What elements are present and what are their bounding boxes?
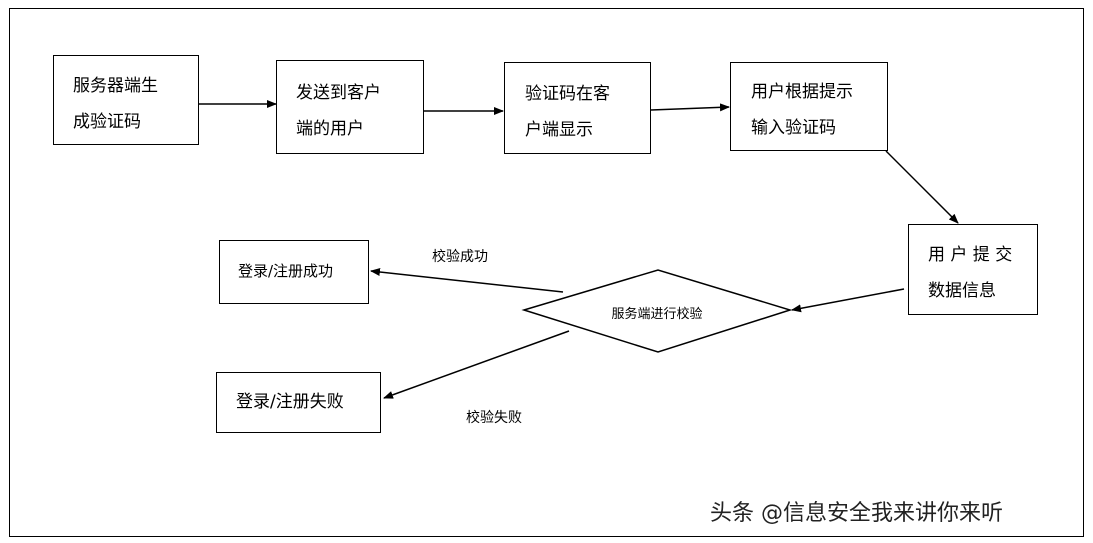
step-submit-line2: 数据信息	[928, 281, 996, 301]
success-result-label: 登录/注册成功	[238, 262, 334, 280]
decision-label: 服务端进行校验	[611, 307, 703, 322]
edge-label-fail: 校验失败	[466, 410, 522, 426]
edge-label-success: 校验成功	[432, 249, 488, 265]
step-generate-line2: 成验证码	[73, 112, 141, 132]
decision-diamond	[521, 269, 793, 353]
arrow-decision-to-fail	[383, 330, 570, 399]
step-generate-box: 服务器端生 成验证码	[53, 55, 199, 145]
step-submit-line1: 用 户 提 交	[928, 245, 1013, 265]
step-display-line2: 户端显示	[525, 120, 593, 140]
step-display-line1: 验证码在客	[525, 84, 610, 104]
fail-result-label: 登录/注册失败	[236, 392, 344, 412]
arrow-decision-to-success	[370, 268, 564, 293]
step-display-box: 验证码在客 户端显示	[504, 62, 651, 154]
step-submit-box: 用 户 提 交 数据信息	[908, 224, 1038, 315]
watermark: 头条 @信息安全我来讲你来听	[710, 501, 1003, 526]
step-input-box: 用户根据提示 输入验证码	[730, 62, 888, 151]
step-input-line1: 用户根据提示	[751, 82, 853, 102]
step-send-box: 发送到客户 端的用户	[276, 60, 424, 154]
step-send-line2: 端的用户	[296, 119, 364, 139]
step-generate-line1: 服务器端生	[73, 76, 158, 96]
arrow-display-to-input	[650, 103, 730, 112]
step-send-line1: 发送到客户	[296, 83, 381, 103]
step-input-line2: 输入验证码	[751, 118, 836, 138]
arrow-input-to-submit	[885, 150, 959, 224]
fail-result-box: 登录/注册失败	[216, 372, 381, 433]
diagram-frame	[9, 8, 1084, 537]
arrow-submit-to-decision	[791, 288, 905, 313]
success-result-box: 登录/注册成功	[219, 240, 369, 304]
